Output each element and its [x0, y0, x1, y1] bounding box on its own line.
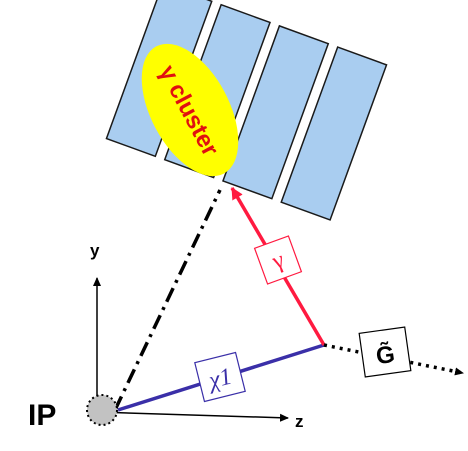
photon-cluster: γ cluster [141, 43, 239, 177]
ip-marker [86, 394, 118, 426]
y-axis-label: y [90, 241, 100, 260]
ip-label: IP [28, 399, 56, 432]
calorimeter-cell-4 [280, 46, 388, 221]
ip-to-cluster-line [113, 189, 222, 411]
z-axis-label: z [295, 412, 304, 431]
z-axis [96, 411, 289, 422]
gravitino-label: G̃ [374, 340, 396, 370]
calorimeter-cell-3 [222, 24, 330, 200]
photon-label-box: γ [253, 235, 303, 285]
gravitino-label-box: G̃ [358, 326, 412, 378]
neutralino-label-box: χ1 [194, 351, 246, 403]
